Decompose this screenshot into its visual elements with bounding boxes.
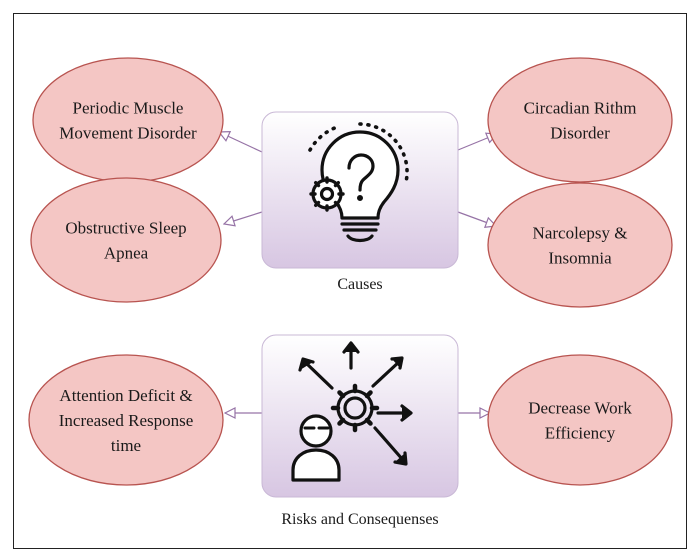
ellipse-narcolepsy-insomnia-text-line: Insomnia: [548, 249, 612, 268]
risks-node: Risks and Consequenses: [261, 334, 459, 528]
causes-label: Causes: [337, 276, 382, 293]
ellipse-decrease-work-efficiency-text-line: Decrease Work: [528, 399, 632, 418]
ellipse-obstructive-sleep-apnea-shape: [30, 177, 222, 303]
lightbulb-gear-icon: [308, 122, 409, 243]
ellipse-narcolepsy-insomnia: Narcolepsy & Insomnia: [487, 182, 673, 308]
ellipse-circadian-rithm-disorder-text-line: Disorder: [550, 124, 610, 143]
connector-narcolepsy: [457, 211, 496, 226]
ellipse-periodic-muscle-movement-text-line: Periodic Muscle: [73, 99, 184, 118]
ellipse-circadian-rithm-disorder-text-line: Circadian Rithm: [524, 99, 637, 118]
causes-node: Causes: [261, 111, 459, 293]
ellipse-narcolepsy-insomnia-shape: [487, 182, 673, 308]
ellipse-obstructive-sleep-apnea-text-line: Obstructive Sleep: [65, 219, 186, 238]
ellipse-circadian-rithm-disorder-shape: [487, 57, 673, 183]
ellipse-attention-deficit: Attention Deficit & Increased Response tim…: [28, 354, 224, 486]
connectors: [219, 132, 497, 413]
ellipse-decrease-work-efficiency-text-line: Efficiency: [545, 424, 616, 443]
ellipse-narcolepsy-insomnia-text-line: Narcolepsy &: [533, 224, 628, 243]
connector-circadian: [457, 134, 497, 151]
risks-label: Risks and Consequenses: [281, 511, 438, 528]
ellipse-attention-deficit-text-line: Attention Deficit &: [59, 386, 192, 405]
ellipse-obstructive-sleep-apnea-text-line: Apnea: [104, 244, 149, 263]
ellipse-decrease-work-efficiency-shape: [487, 354, 673, 486]
connector-periodic-muscle: [219, 132, 263, 153]
ellipse-attention-deficit-text-line: time: [111, 436, 141, 455]
ellipse-periodic-muscle-movement-shape: [32, 57, 224, 183]
person-gear-arrows-icon: [291, 341, 413, 482]
connector-obstructive-apnea: [224, 211, 263, 224]
ellipse-attention-deficit-text-line: Increased Response: [59, 411, 194, 430]
ellipse-attention-deficit-shape: [28, 354, 224, 486]
ellipse-periodic-muscle-movement-text-line: Movement Disorder: [59, 124, 197, 143]
